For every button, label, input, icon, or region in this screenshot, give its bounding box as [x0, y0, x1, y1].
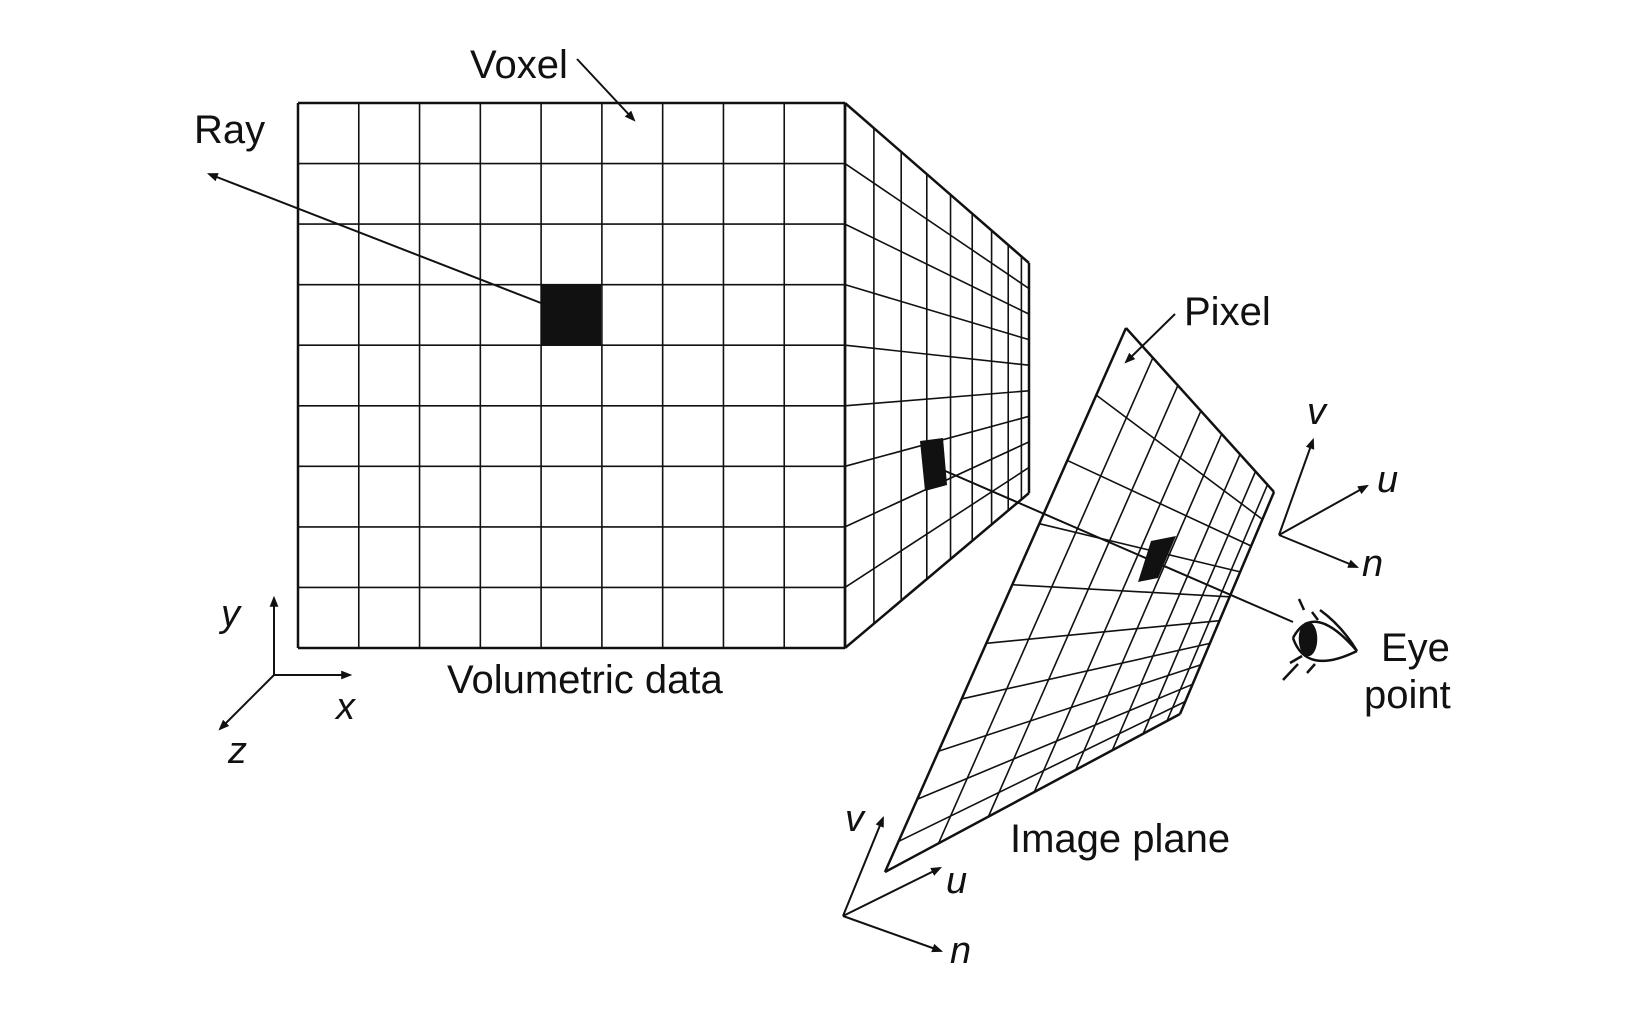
volume-side-face: [843, 102, 1031, 649]
image-plane-grid-line: [1074, 433, 1223, 771]
plane-axis-v-label: v: [845, 798, 866, 840]
volume-side-grid-line: [844, 389, 1030, 407]
eye-point-label-line2: point: [1364, 673, 1451, 717]
volume-front-face: [296, 101, 847, 650]
ray-line: [206, 173, 542, 304]
image-plane-grid-line: [938, 663, 1202, 752]
eye-axes: v u n: [1278, 391, 1398, 585]
eye-axis-n-label: n: [1362, 543, 1383, 585]
world-axis-y-label: y: [218, 593, 242, 635]
image-plane-grid-line: [937, 357, 1154, 844]
volume-side-grid-line: [844, 466, 1030, 589]
pixel-label: Pixel: [1184, 290, 1271, 334]
image-plane-grid-line: [1111, 454, 1241, 751]
image-plane-grid-line: [1012, 583, 1230, 598]
image-plane-label: Image plane: [1010, 817, 1230, 861]
volume-side-grid-line: [844, 283, 1030, 341]
image-plane-grid: [883, 327, 1276, 874]
volume-side-grid-line: [844, 223, 1030, 315]
volume-side-grid-line: [844, 162, 1030, 290]
voxel-leader-arrow: [576, 58, 636, 122]
image-plane-grid-line: [898, 700, 1186, 843]
highlighted-side-voxel: [920, 438, 947, 491]
plane-axes: v u n: [842, 798, 971, 972]
voxel-label: Voxel: [470, 43, 568, 87]
image-plane-grid-line: [1039, 522, 1241, 573]
ray-line-to-eye: [942, 469, 1294, 623]
world-axes: y x z: [218, 593, 357, 772]
plane-axis-n-label: n: [950, 930, 971, 972]
image-plane-grid-line: [883, 327, 1128, 873]
volume-side-grid-line: [844, 492, 1030, 649]
eye-point-label-line1: Eye: [1381, 626, 1450, 670]
highlighted-voxel: [541, 285, 601, 345]
image-plane-grid-line: [1095, 394, 1263, 521]
image-plane-grid-line: [884, 712, 1181, 874]
image-plane-grid-line: [961, 642, 1211, 700]
image-plane-grid-line: [1033, 410, 1202, 793]
image-plane-grid-line: [986, 619, 1220, 645]
volumetric-data-label: Volumetric data: [447, 658, 723, 702]
eye-axis-u-label: u: [1377, 459, 1398, 501]
pixel-leader-arrow: [1124, 313, 1176, 364]
volume-side-grid-line: [844, 102, 1030, 264]
image-plane-grid-line: [1178, 491, 1276, 715]
image-plane-grid-line: [987, 385, 1179, 817]
image-plane-grid-line: [1125, 327, 1275, 493]
image-plane-grid-line: [1166, 484, 1269, 722]
image-plane-grid-line: [1142, 471, 1257, 735]
world-axis-z-label: z: [227, 730, 247, 772]
image-plane-grid-line: [1067, 459, 1252, 547]
ray-label: Ray: [194, 108, 265, 152]
eye-axis-v-label: v: [1307, 391, 1328, 433]
eye-icon: [1282, 598, 1359, 681]
highlighted-pixel: [1138, 536, 1176, 582]
volume-side-grid-line: [844, 344, 1030, 367]
plane-axis-u-label: u: [946, 860, 967, 902]
image-plane-grid-line: [916, 683, 1193, 800]
world-axis-x-label: x: [334, 686, 357, 728]
